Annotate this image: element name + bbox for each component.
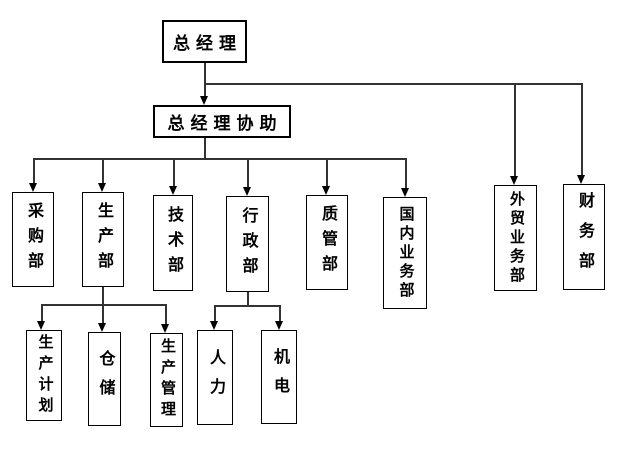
- edge-assistant-stem: [204, 138, 206, 158]
- node-human-resources-label: 人力: [207, 348, 224, 407]
- node-purchasing-dept-label: 采购部: [25, 202, 42, 277]
- arrow-down-icon: [243, 187, 251, 196]
- node-technical-dept-label: 技术部: [165, 205, 182, 281]
- node-gm-assistant-label: 总经理协助: [167, 114, 283, 133]
- arrow-down-icon: [29, 183, 37, 192]
- node-purchasing-dept: 采购部: [12, 192, 54, 287]
- node-gm-assistant: 总经理协助: [153, 105, 291, 138]
- edge-prod-mgmt-drop: [165, 304, 167, 325]
- node-foreign-trade-dept-label: 外贸业务部: [508, 190, 524, 286]
- node-production-planning-label: 生产计划: [36, 333, 53, 418]
- arrow-down-icon: [169, 186, 177, 195]
- arrow-down-icon: [37, 321, 45, 330]
- node-admin-dept: 行政部: [226, 196, 269, 292]
- arrow-down-icon: [275, 321, 283, 330]
- edge-gm-right-branch: [204, 83, 582, 85]
- edge-finance-stem: [581, 83, 583, 176]
- node-human-resources: 人力: [197, 330, 233, 425]
- edge-production-sub-stem: [102, 287, 104, 304]
- edge-purchasing-drop: [33, 158, 35, 184]
- arrow-down-icon: [161, 324, 169, 333]
- node-production-planning: 生产计划: [26, 330, 62, 421]
- node-mechanical-electrical-label: 机电: [271, 348, 288, 406]
- edge-technical-drop: [173, 158, 175, 187]
- edge-gm-to-assistant-stem: [204, 63, 206, 97]
- node-production-dept: 生产部: [82, 192, 124, 287]
- node-production-management: 生产管理: [150, 333, 183, 427]
- arrow-down-icon: [322, 186, 330, 195]
- node-quality-dept-label: 质管部: [319, 205, 336, 280]
- arrow-down-icon: [98, 323, 106, 332]
- node-mechanical-electrical: 机电: [261, 330, 297, 424]
- node-warehouse: 仓储: [88, 332, 121, 426]
- arrow-down-icon: [98, 183, 106, 192]
- node-domestic-business-dept: 国内业务部: [383, 197, 427, 309]
- arrow-down-icon: [510, 176, 518, 185]
- node-technical-dept: 技术部: [153, 195, 193, 291]
- edge-foreign-trade-stem: [514, 83, 516, 177]
- node-quality-dept: 质管部: [306, 195, 348, 290]
- arrow-down-icon: [577, 175, 585, 184]
- node-production-management-label: 生产管理: [159, 338, 175, 422]
- node-admin-dept-label: 行政部: [239, 206, 257, 282]
- node-finance-dept: 财务部: [563, 184, 605, 290]
- edge-quality-drop: [326, 158, 328, 187]
- node-domestic-business-dept-label: 国内业务部: [397, 205, 414, 301]
- edge-admin-sub-stem: [247, 292, 249, 305]
- edge-production-sub-bus: [41, 304, 166, 306]
- edge-hr-drop: [214, 305, 216, 322]
- edge-admin-drop: [247, 158, 249, 188]
- edge-production-drop: [102, 158, 104, 184]
- edge-level3-bus: [33, 158, 407, 160]
- arrow-down-icon: [210, 321, 218, 330]
- edge-domestic-drop: [405, 158, 407, 189]
- arrow-down-icon: [200, 96, 208, 105]
- node-warehouse-label: 仓储: [96, 350, 114, 408]
- node-general-manager-label: 总经理: [173, 34, 242, 53]
- edge-planning-drop: [41, 304, 43, 322]
- node-production-dept-label: 生产部: [95, 202, 112, 277]
- arrow-down-icon: [401, 188, 409, 197]
- node-finance-dept-label: 财务部: [576, 192, 593, 282]
- edge-mech-elec-drop: [279, 305, 281, 322]
- edge-warehouse-drop: [102, 304, 104, 324]
- node-foreign-trade-dept: 外贸业务部: [494, 185, 537, 291]
- edge-admin-sub-bus: [214, 305, 280, 307]
- node-general-manager: 总经理: [162, 20, 247, 63]
